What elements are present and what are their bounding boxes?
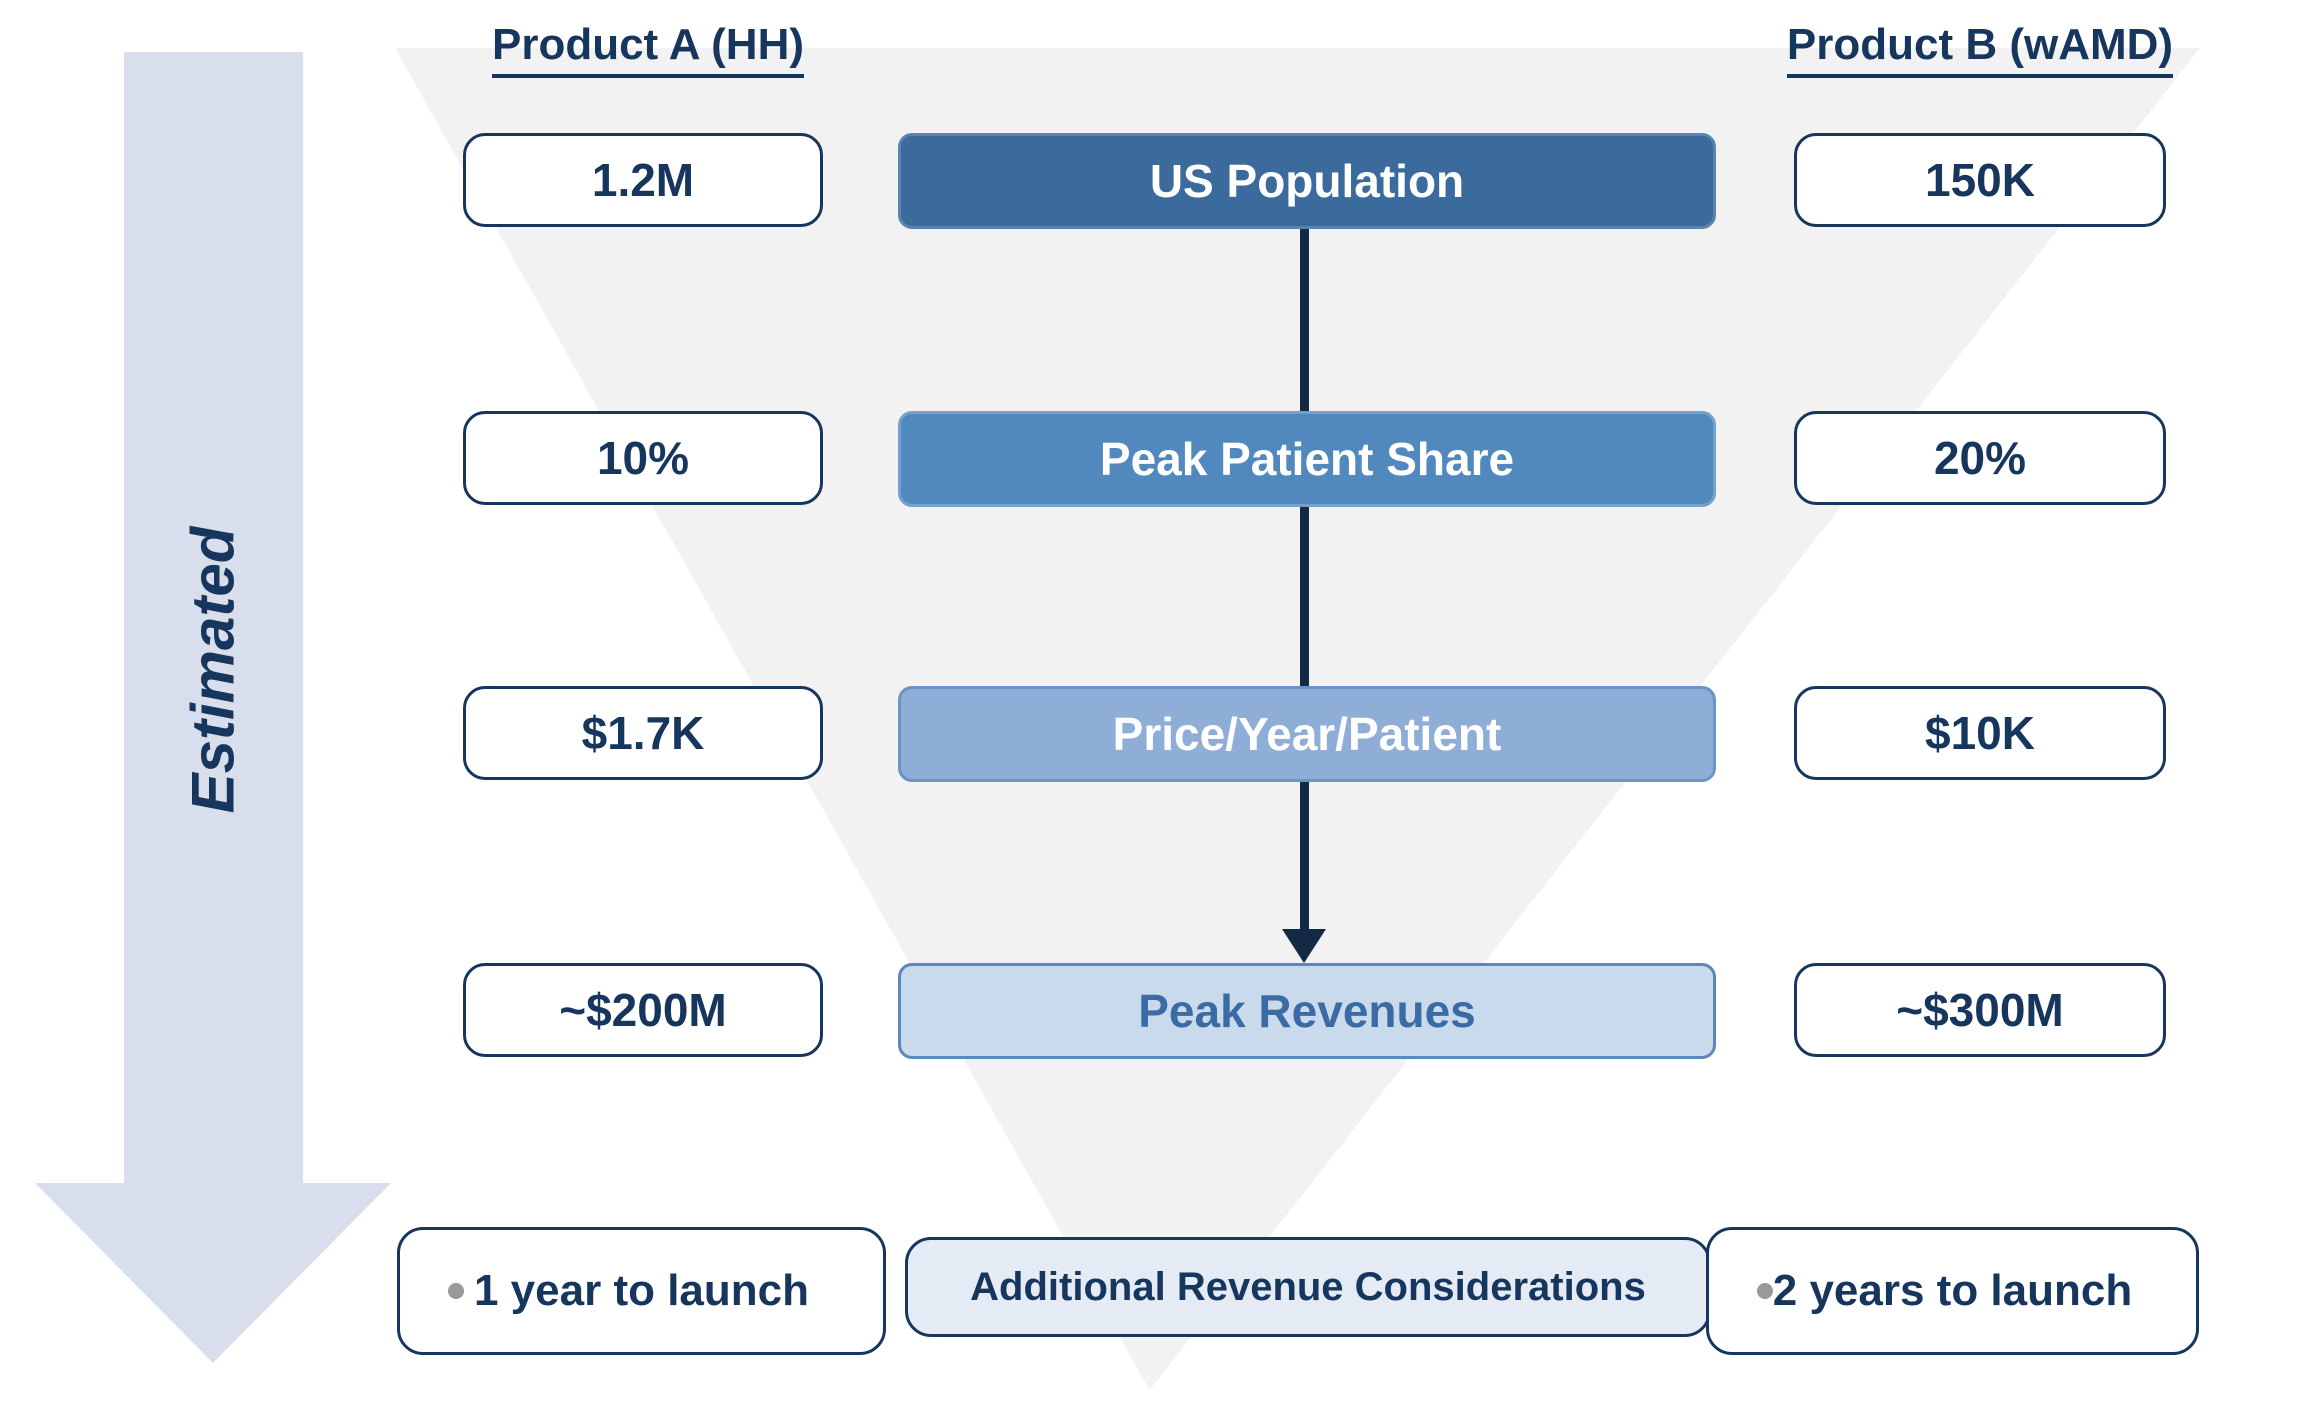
value-box-product-a-price-year-patient: $1.7K [463,686,823,780]
estimated-down-arrow-shaft-icon [124,52,303,1183]
footer-right-text: 2 years to launch [1772,1266,2133,1315]
value-box-product-a-peak-patient-share: 10% [463,411,823,505]
footer-box-product-b-launch: 2 years to launch [1706,1227,2199,1355]
column-header-product-b: Product B (wAMD) [1758,20,2202,78]
stage-bar-price-year-patient: Price/Year/Patient [898,686,1716,782]
stage-bar-peak-patient-share: Peak Patient Share [898,411,1716,507]
bullet-dot-icon [1757,1283,1773,1299]
stage-connector-arrow-head-icon [1282,929,1326,963]
estimated-down-arrow-head-icon [35,1183,391,1363]
column-header-product-a-text: Product A (HH) [491,20,805,78]
stage-bar-peak-revenues: Peak Revenues [898,963,1716,1059]
footer-box-product-a-launch: 1 year to launch [397,1227,886,1355]
value-box-product-a-us-population: 1.2M [463,133,823,227]
column-header-product-b-text: Product B (wAMD) [1786,20,2174,78]
footer-left-text: 1 year to launch [473,1266,809,1315]
value-box-product-b-peak-revenues: ~$300M [1794,963,2166,1057]
value-box-product-b-price-year-patient: $10K [1794,686,2166,780]
footer-center-text: Additional Revenue Considerations [970,1264,1646,1309]
value-box-product-a-peak-revenues: ~$200M [463,963,823,1057]
value-box-product-b-peak-patient-share: 20% [1794,411,2166,505]
stage-bar-us-population: US Population [898,133,1716,229]
column-header-product-a: Product A (HH) [448,20,848,78]
bullet-dot-icon [448,1283,464,1299]
stage-connector-arrow-shaft-icon [1300,227,1309,937]
estimated-label: Estimated [179,526,247,814]
footer-box-additional-revenue: Additional Revenue Considerations [905,1237,1711,1337]
value-box-product-b-us-population: 150K [1794,133,2166,227]
